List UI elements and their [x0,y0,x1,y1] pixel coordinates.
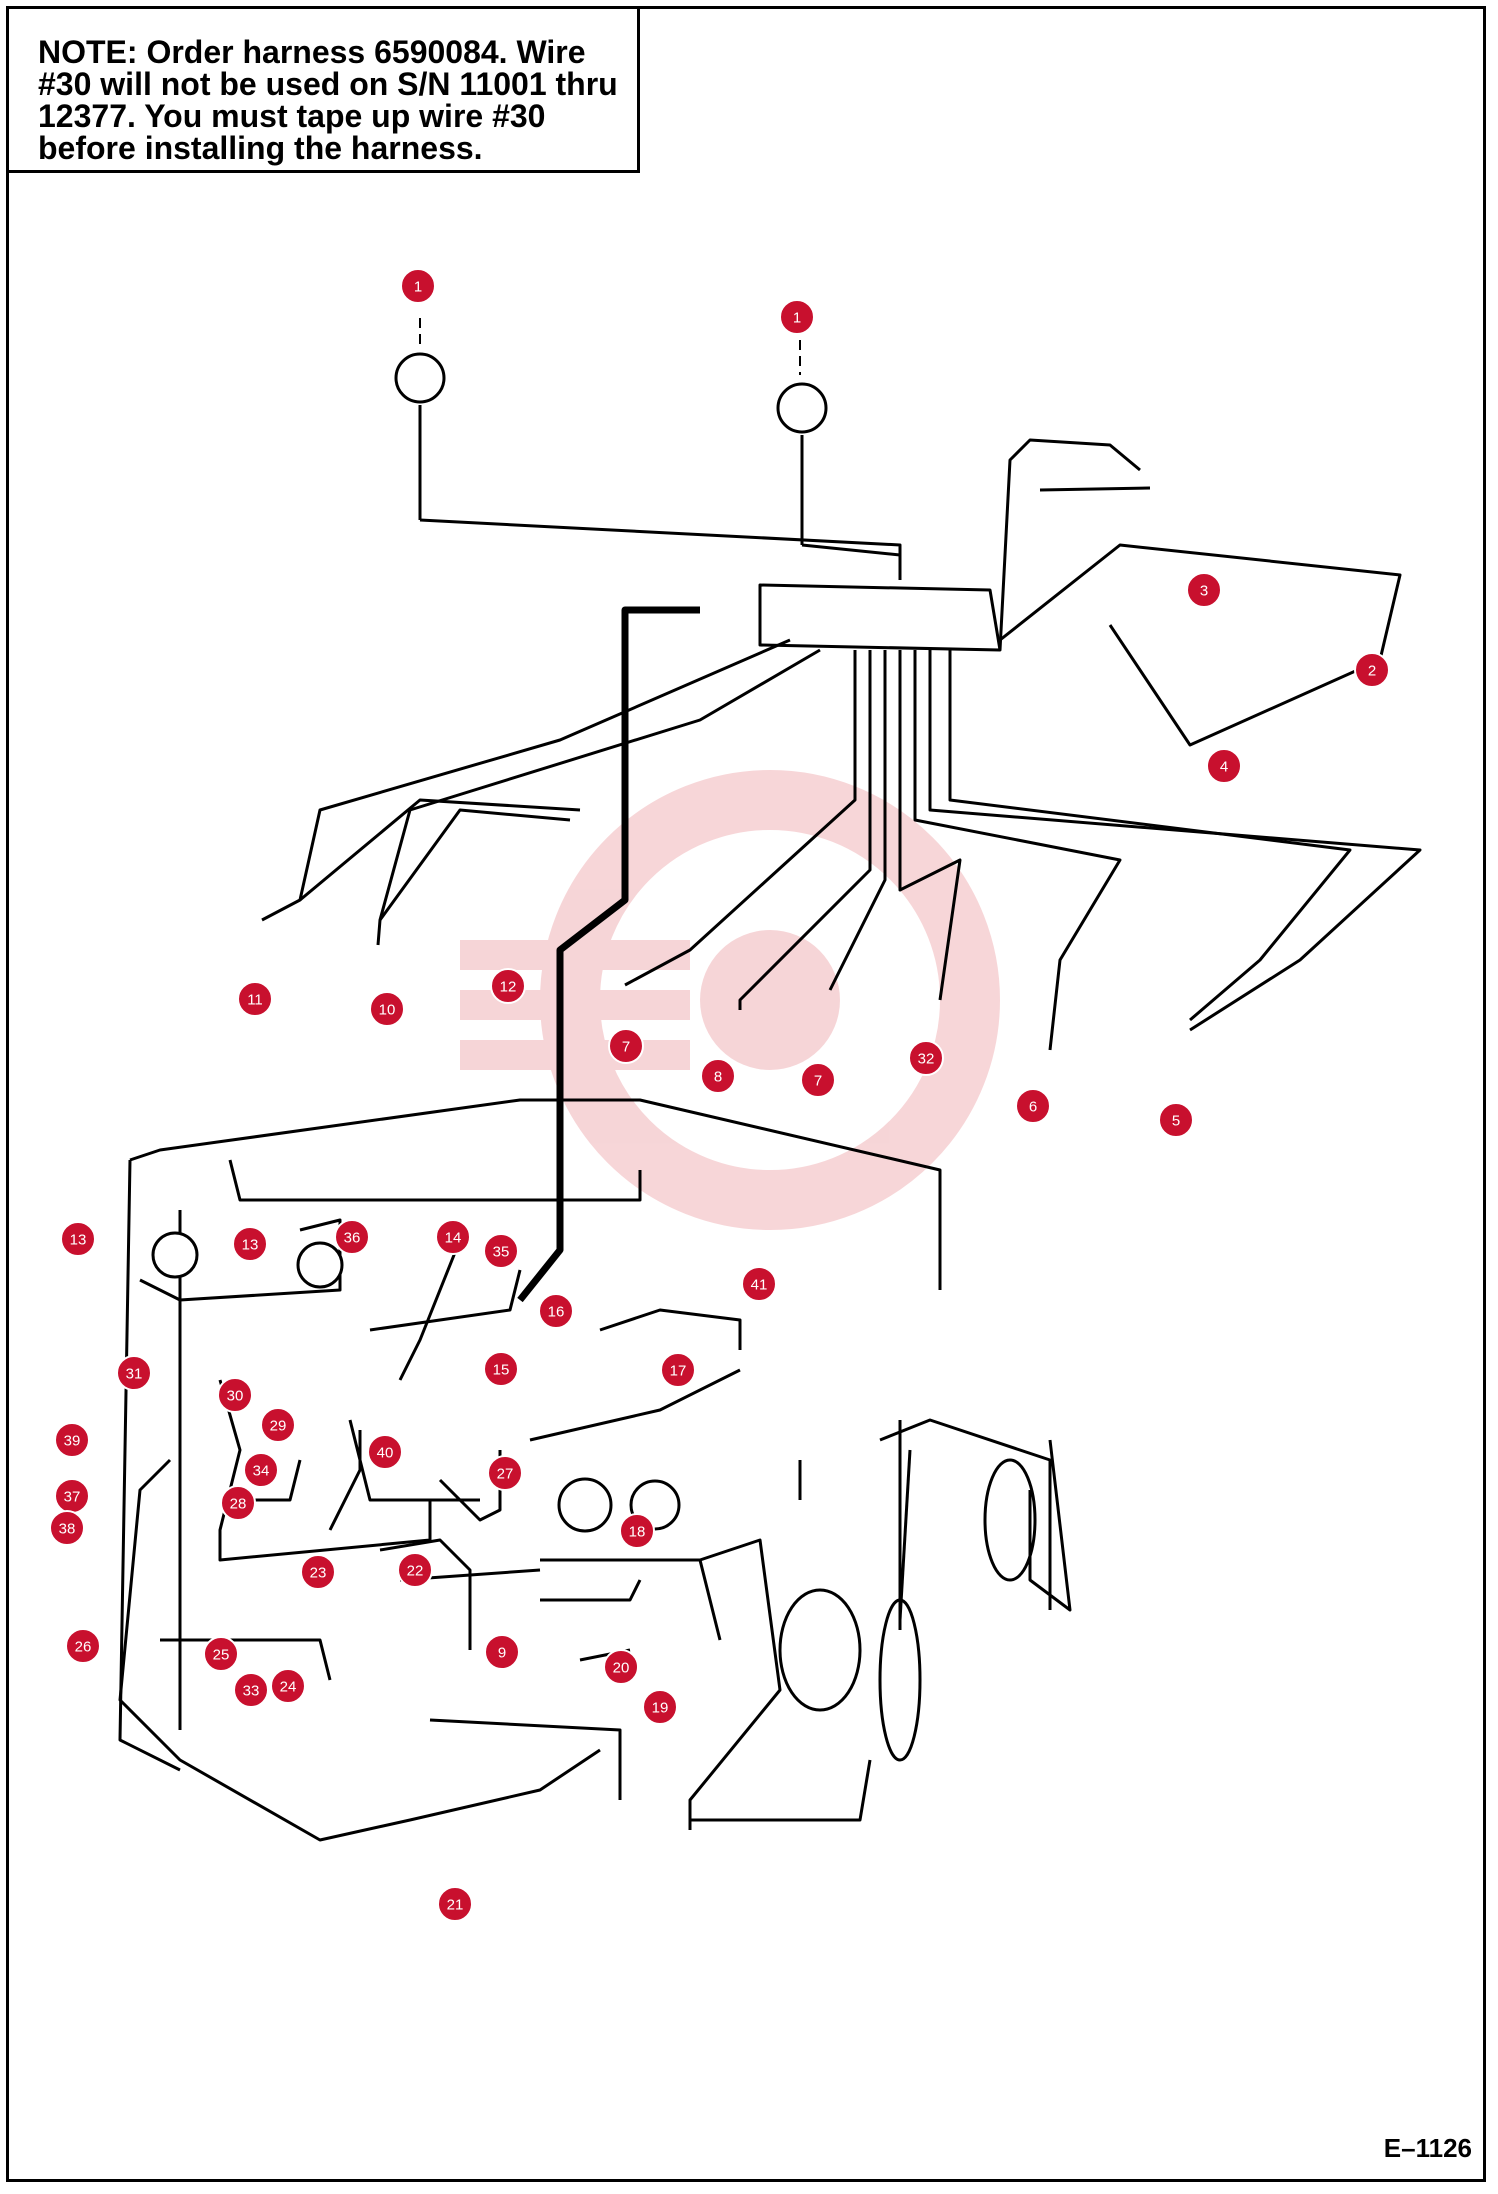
callout-marker: 2 [1354,652,1390,688]
callout-label: 16 [548,1304,565,1321]
callout-label: 1 [414,279,422,296]
callout-label: 27 [497,1466,514,1483]
callout-marker: 17 [660,1352,696,1388]
callout-label: 11 [247,992,263,1009]
callout-label: 33 [243,1683,260,1700]
callout-label: 30 [227,1388,244,1405]
callout-label: 19 [652,1700,669,1717]
callout-label: 2 [1368,663,1376,680]
callout-label: 21 [447,1897,464,1914]
callout-label: 20 [613,1660,630,1677]
callout-marker: 25 [203,1636,239,1672]
callout-marker: 24 [270,1668,306,1704]
callout-label: 14 [445,1230,462,1247]
watermark-logo [460,770,1000,1230]
callout-marker: 27 [487,1455,523,1491]
callout-marker: 14 [435,1219,471,1255]
callout-marker: 7 [608,1028,644,1064]
callout-label: 15 [493,1362,510,1379]
callout-label: 40 [377,1445,394,1462]
callout-marker: 39 [54,1422,90,1458]
note-box: NOTE: Order harness 6590084. Wire #30 wi… [8,8,640,173]
callout-marker: 35 [483,1233,519,1269]
callout-marker: 32 [908,1040,944,1076]
callout-marker: 3 [1186,572,1222,608]
callout-marker: 8 [700,1058,736,1094]
callout-marker: 18 [619,1513,655,1549]
callout-marker: 30 [217,1377,253,1413]
callout-marker: 16 [538,1293,574,1329]
callout-label: 38 [59,1521,76,1538]
callout-label: 12 [500,979,517,996]
callout-marker: 20 [603,1649,639,1685]
callout-label: 36 [344,1230,361,1247]
callout-marker: 38 [49,1510,85,1546]
callout-marker: 34 [243,1452,279,1488]
callout-marker: 12 [490,968,526,1004]
callout-label: 24 [280,1679,297,1696]
callout-marker: 5 [1158,1102,1194,1138]
callout-label: 26 [75,1639,92,1656]
callout-label: 10 [379,1002,396,1019]
callout-marker: 1 [779,299,815,335]
lamp-assembly-right [776,340,828,545]
callout-marker: 6 [1015,1088,1051,1124]
callout-label: 32 [918,1051,935,1068]
callout-marker: 4 [1206,748,1242,784]
callout-label: 7 [622,1039,630,1056]
callout-marker: 22 [397,1552,433,1588]
callout-marker: 33 [233,1672,269,1708]
callout-label: 37 [64,1489,81,1506]
callout-label: 1 [793,310,801,327]
callout-marker: 26 [65,1628,101,1664]
callout-label: 22 [407,1563,424,1580]
callout-marker: 21 [437,1886,473,1922]
callout-label: 29 [270,1418,287,1435]
callout-label: 31 [126,1366,143,1383]
callout-label: 17 [670,1363,687,1380]
callout-label: 7 [814,1073,822,1090]
lamp-assembly-left [394,318,446,520]
callout-label: 5 [1172,1113,1180,1130]
callout-marker: 36 [334,1219,370,1255]
callout-marker: 15 [483,1351,519,1387]
callout-marker: 13 [232,1226,268,1262]
callout-marker: 1 [400,268,436,304]
callout-label: 23 [310,1565,327,1582]
callout-marker: 19 [642,1689,678,1725]
callout-marker: 41 [741,1266,777,1302]
callout-label: 13 [70,1232,87,1249]
callout-label: 39 [64,1433,81,1450]
callout-marker: 11 [237,981,273,1017]
callout-label: 8 [714,1069,722,1086]
diagram-frame [6,6,1486,2182]
callout-label: 41 [751,1277,768,1294]
callout-label: 6 [1029,1099,1037,1116]
callout-label: 4 [1220,759,1228,776]
main-harness [261,438,1422,1303]
callout-label: 13 [242,1237,259,1254]
note-text: NOTE: Order harness 6590084. Wire #30 wi… [38,34,618,166]
callout-label: 28 [230,1496,247,1513]
callout-marker: 37 [54,1478,90,1514]
callout-label: 3 [1200,583,1208,600]
callout-label: 35 [493,1244,510,1261]
callout-label: 25 [213,1647,230,1664]
figure-id: E–1126 [1383,2133,1472,2163]
callout-marker: 40 [367,1434,403,1470]
callout-marker: 28 [220,1485,256,1521]
callout-marker: 7 [800,1062,836,1098]
callout-marker: 23 [300,1554,336,1590]
callout-label: 18 [629,1524,646,1541]
callout-marker: 31 [116,1355,152,1391]
callout-marker: 13 [60,1221,96,1257]
callout-label: 9 [498,1645,506,1662]
callout-marker: 10 [369,991,405,1027]
callout-marker: 29 [260,1407,296,1443]
callout-marker: 9 [484,1634,520,1670]
callout-label: 34 [253,1463,270,1480]
